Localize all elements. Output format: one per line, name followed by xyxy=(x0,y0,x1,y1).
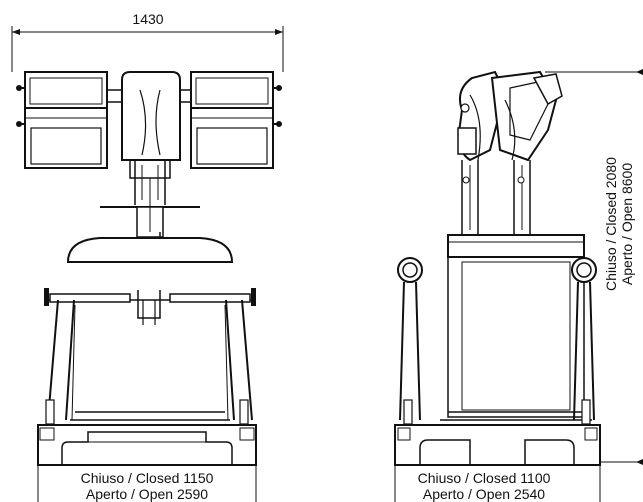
side-mast xyxy=(461,160,531,235)
front-lamp-assembly xyxy=(16,71,282,169)
side-base-dimension xyxy=(394,465,601,502)
side-lamp-assembly xyxy=(457,70,563,162)
front-body xyxy=(37,237,257,466)
front-base-dimension xyxy=(37,465,257,502)
front-width-dimension: 1430 xyxy=(11,11,284,72)
side-view: Chiuso / Closed 2080 Aperto / Open 8600 … xyxy=(394,69,643,502)
side-base-open-label: Aperto / Open 2540 xyxy=(423,486,545,502)
side-outriggers xyxy=(397,257,597,425)
side-height-closed-label: Chiuso / Closed 2080 xyxy=(603,157,619,291)
side-height-dimension xyxy=(545,69,643,465)
front-view: 1430 xyxy=(11,11,284,502)
side-body xyxy=(440,234,592,421)
side-height-open-label: Aperto / Open 8600 xyxy=(619,163,635,285)
side-base-chassis xyxy=(394,424,601,466)
front-width-label: 1430 xyxy=(132,11,163,27)
front-base-open-label: Aperto / Open 2590 xyxy=(86,486,208,502)
front-base-closed-label: Chiuso / Closed 1150 xyxy=(81,470,214,486)
side-base-closed-label: Chiuso / Closed 1100 xyxy=(418,470,551,486)
